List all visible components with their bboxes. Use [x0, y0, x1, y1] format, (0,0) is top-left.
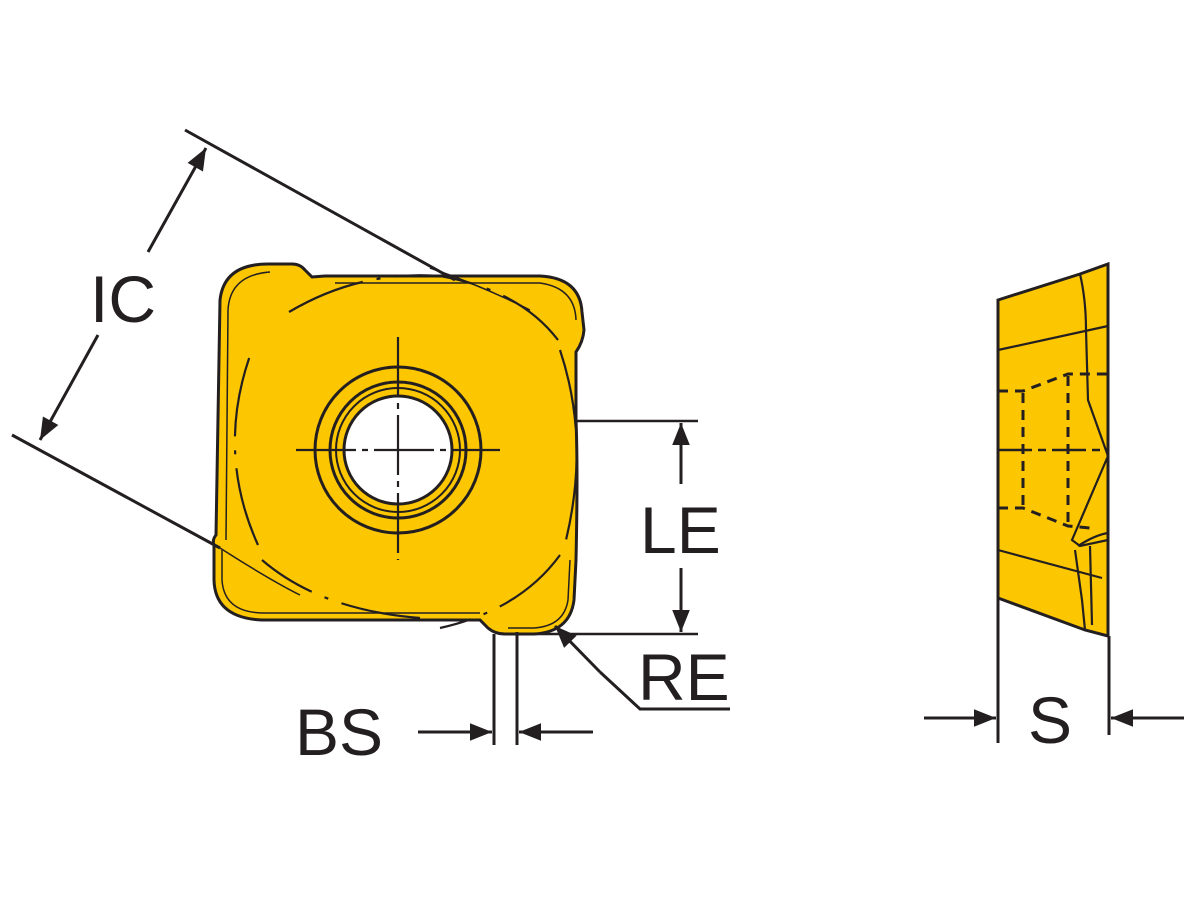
bs-label: BS — [295, 695, 383, 769]
bs-dimension: BS — [295, 632, 593, 769]
insert-side-view — [996, 261, 1110, 638]
re-label: RE — [638, 640, 730, 714]
s-label: S — [1028, 683, 1072, 757]
ic-label: IC — [90, 262, 156, 336]
le-label: LE — [640, 493, 721, 567]
re-dimension: RE — [553, 624, 730, 714]
le-dimension: LE — [520, 419, 721, 636]
ic-dimension: IC — [38, 147, 208, 441]
insert-top-view — [11, 128, 586, 636]
s-dimension: S — [924, 598, 1184, 757]
